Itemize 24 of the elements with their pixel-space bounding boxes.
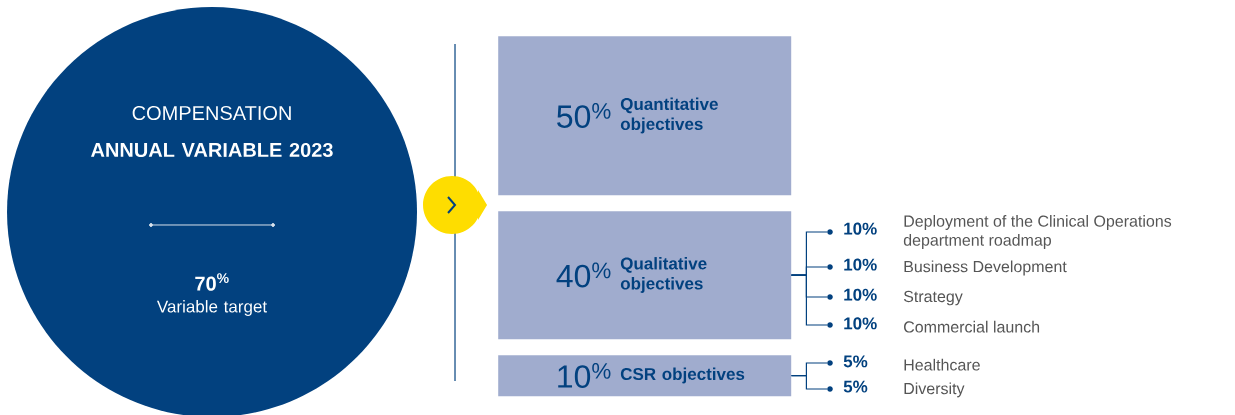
percentage-text: 10% [844, 288, 877, 301]
item-text: Commercial launch [904, 320, 1040, 333]
percentage-text: 50$^{%}$ [557, 103, 611, 128]
caption-text: Variable target [156, 300, 267, 316]
percentage-text: 5% [843, 355, 868, 368]
objective-label: CSR objectives [620, 367, 745, 384]
objective-label: Quantitative objectives [620, 97, 718, 134]
title-text: ANNUAL VARIABLE 2023 [91, 142, 333, 158]
objective-label: Qualitative objectives [620, 257, 707, 293]
connector-line [790, 375, 828, 390]
percentage-text: 5% [843, 380, 868, 393]
percentage-text: 10% [844, 222, 877, 235]
percentage-text: 70$^{%}$ [195, 273, 229, 291]
item-text: Deployment of the Clinical Operations department roadmap [903, 215, 1172, 249]
connector-line [790, 274, 828, 326]
item-text: Strategy [903, 290, 963, 306]
percentage-text: 10$^{%}$ [558, 363, 611, 388]
item-text: Business Development [904, 260, 1067, 276]
percentage-text: 10% [844, 258, 877, 271]
item-text: Healthcare [904, 358, 980, 371]
item-text: Diversity [904, 382, 965, 398]
percentage-text: 10% [844, 317, 877, 330]
percentage-text: 40$^{%}$ [556, 262, 611, 288]
heading-text: COMPENSATION [132, 105, 291, 121]
